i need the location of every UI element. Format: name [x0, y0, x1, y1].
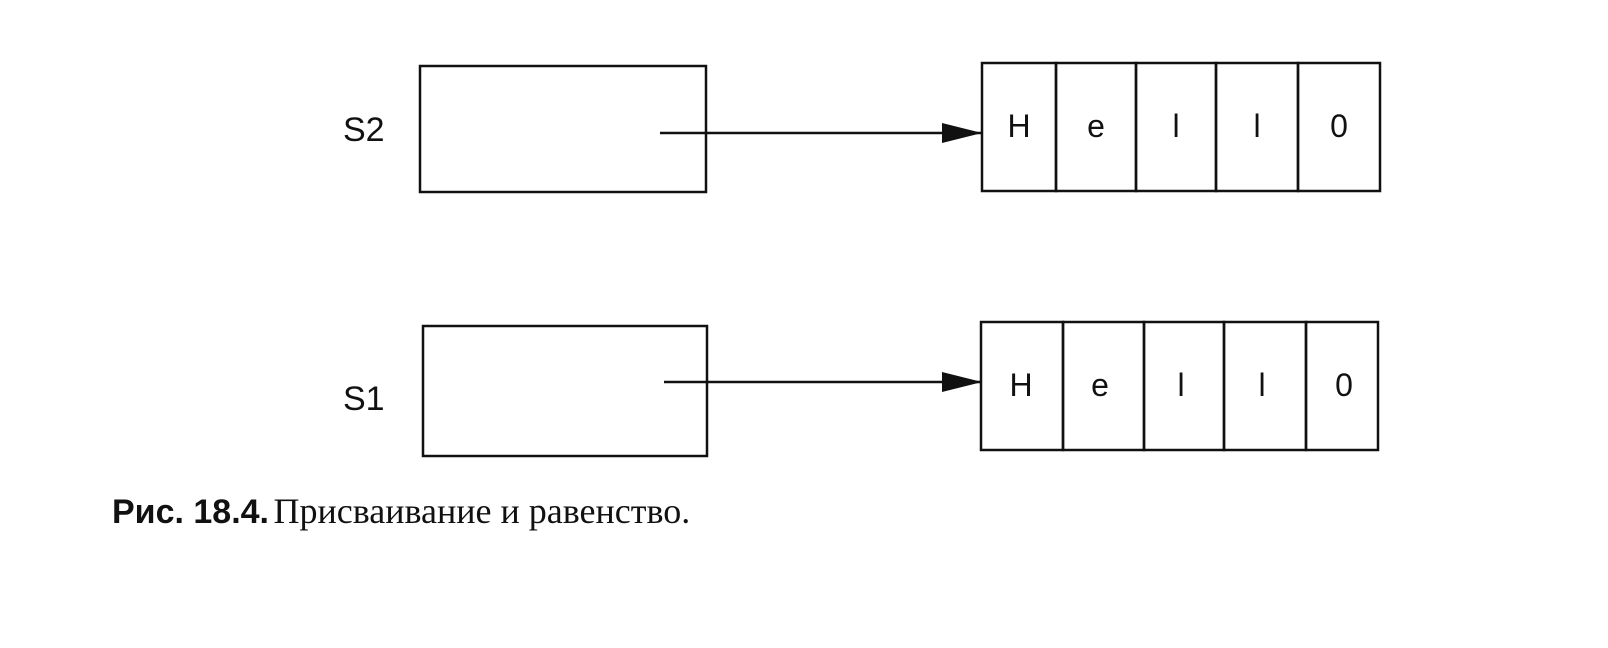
figure-caption-text: Присваивание и равенство.: [273, 491, 691, 531]
cell-char: 0: [1335, 367, 1353, 403]
cell-char: H: [1007, 108, 1030, 144]
cell-char: e: [1091, 367, 1109, 403]
figure-caption: Рис. 18.4. Присваивание и равенство.: [112, 490, 690, 532]
row-s2: H e l l 0: [418, 61, 1382, 194]
cell-char: e: [1087, 108, 1105, 144]
s2-pointer-box: [418, 64, 708, 194]
array-cell: [1296, 61, 1382, 193]
cell-char: H: [1009, 367, 1032, 403]
cell-char: l: [1258, 367, 1265, 403]
figure-caption-label: Рис. 18.4.: [112, 493, 270, 531]
array-cell: [1304, 320, 1380, 452]
s2-string-array: H e l l 0: [980, 61, 1382, 193]
cell-char: 0: [1330, 108, 1348, 144]
cell-char: l: [1253, 108, 1260, 144]
s1-pointer-box: [421, 324, 709, 458]
row-s1: H e l l 0: [421, 320, 1380, 458]
s1-string-array: H e l l 0: [979, 320, 1380, 452]
variable-label-s1: S1: [343, 380, 385, 418]
cell-char: l: [1177, 367, 1184, 403]
cell-char: l: [1172, 108, 1179, 144]
variable-label-s2: S2: [343, 111, 385, 149]
